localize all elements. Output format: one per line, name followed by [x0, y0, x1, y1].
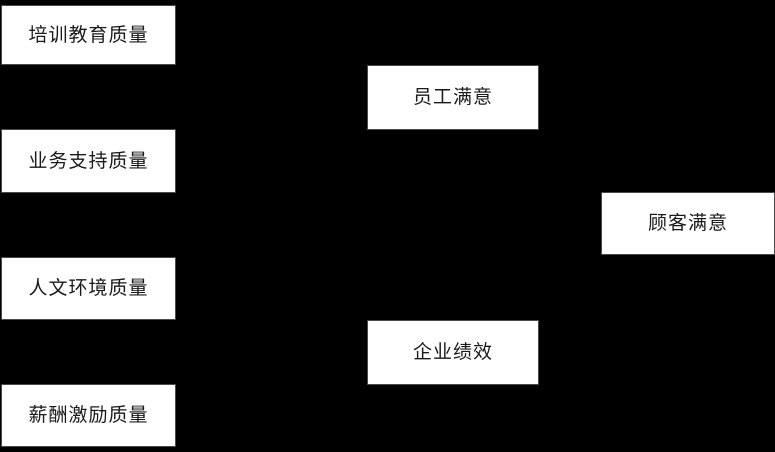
- node-label: 人文环境质量: [28, 278, 149, 299]
- node-label: 员工满意: [412, 87, 493, 108]
- node-label: 业务支持质量: [28, 150, 149, 172]
- node-label: 顾客满意: [647, 213, 728, 234]
- node-label: 培训教育质量: [28, 24, 149, 46]
- node-label: 企业绩效: [412, 342, 493, 363]
- node-enterprise-performance[interactable]: 企业绩效: [367, 320, 539, 385]
- node-label: 薪酬激励质量: [28, 405, 149, 426]
- node-employee-satisfaction[interactable]: 员工满意: [367, 65, 539, 130]
- node-business-support-quality[interactable]: 业务支持质量: [1, 129, 176, 193]
- node-compensation-incentive-quality[interactable]: 薪酬激励质量: [1, 384, 176, 447]
- node-customer-satisfaction[interactable]: 顾客满意: [601, 192, 775, 255]
- node-training-education-quality[interactable]: 培训教育质量: [1, 5, 176, 65]
- node-humanistic-environment-quality[interactable]: 人文环境质量: [1, 257, 176, 320]
